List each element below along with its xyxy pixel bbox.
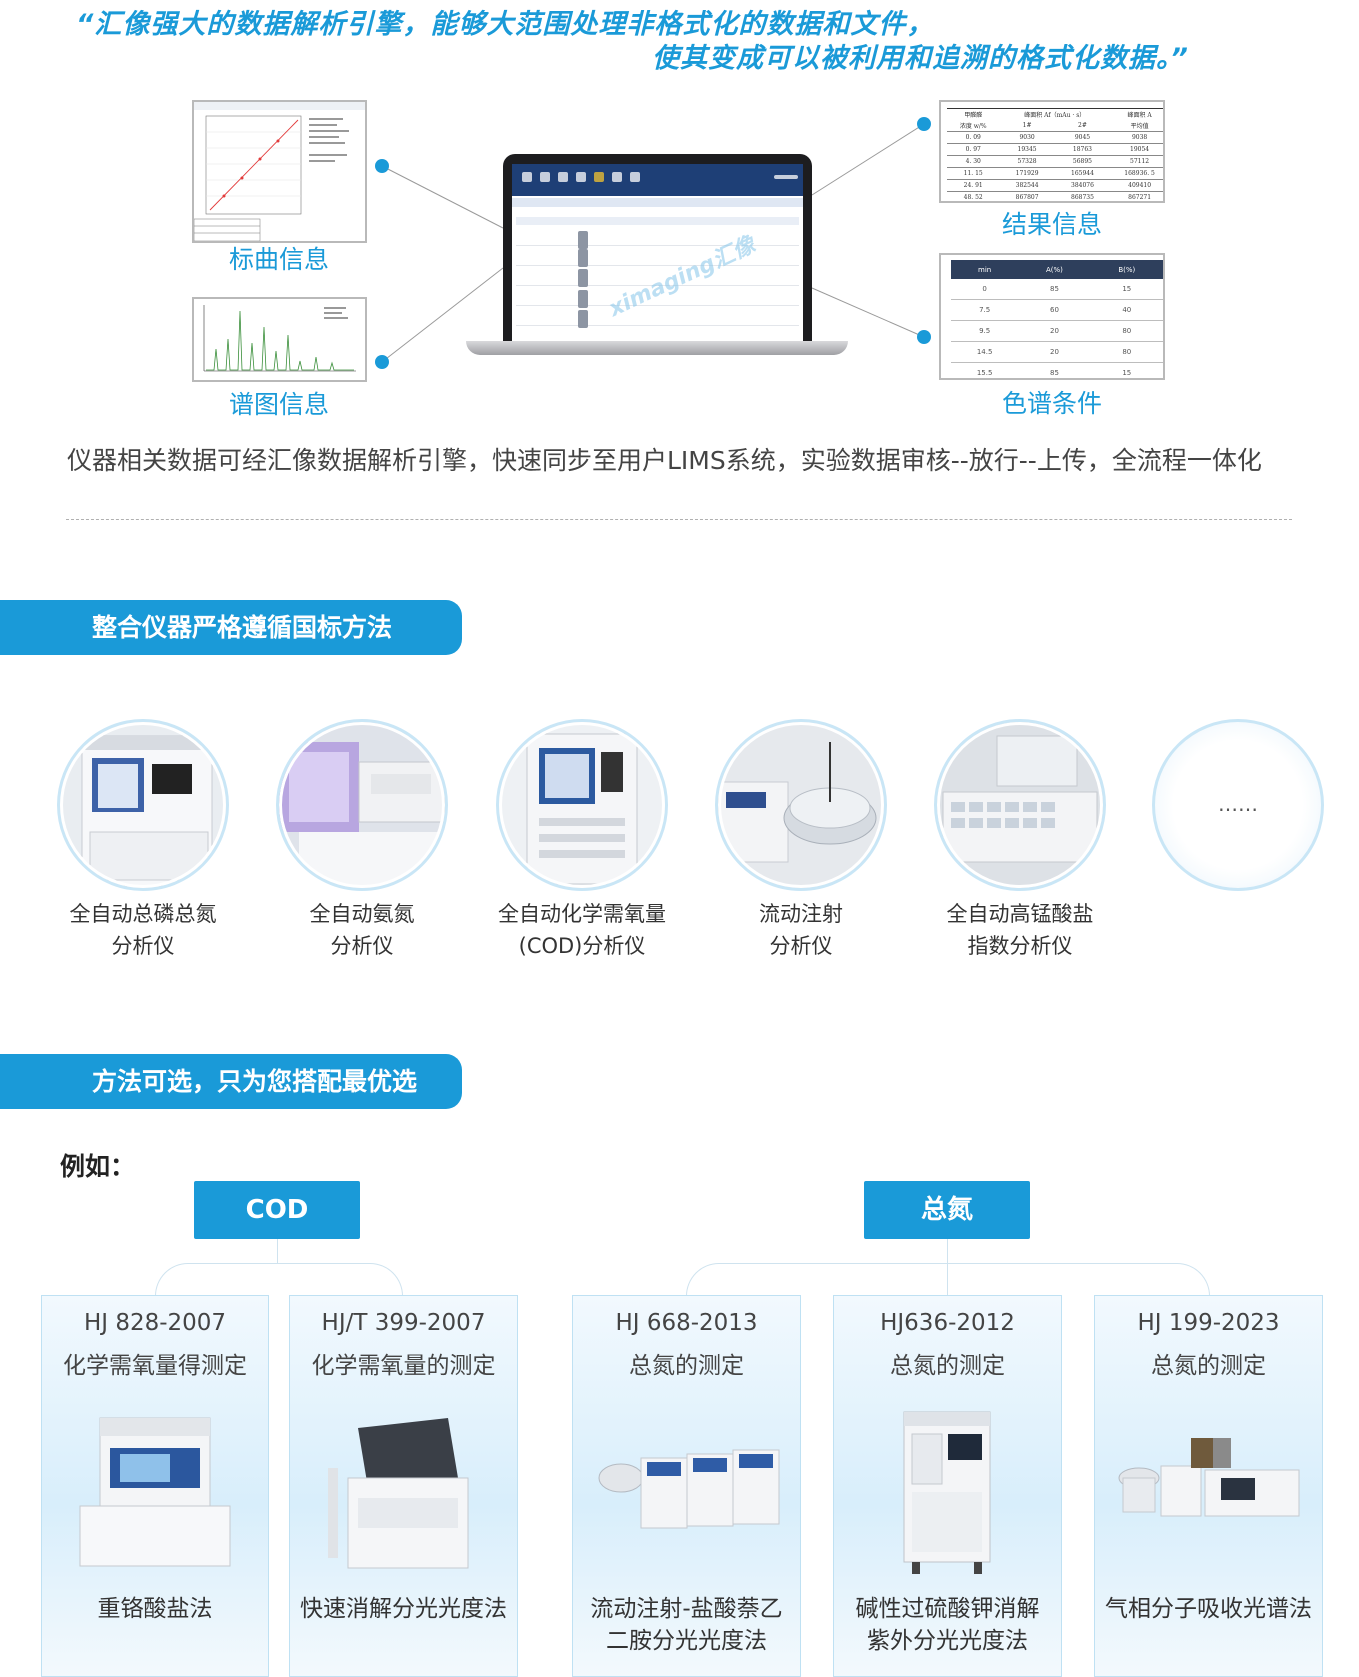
- instrument-photo: [496, 719, 668, 891]
- instrument-photo: [1118, 1438, 1300, 1517]
- instrument-photo: [79, 1417, 231, 1567]
- method-name: 快速消解分光光度法: [300, 1596, 507, 1622]
- instrument-label: 全自动氨氮分析仪: [309, 902, 415, 958]
- result-caption: 结果信息: [1001, 210, 1102, 239]
- laptop-base: [466, 341, 848, 355]
- method-card: HJ636-2012 总氮的测定 碱性过硫酸钾消解紫外分光光度法: [833, 1295, 1062, 1677]
- standard-name: 总氮的测定: [1151, 1353, 1266, 1379]
- app-tab-strip: [512, 198, 803, 207]
- calibration-thumbnail: [192, 100, 367, 243]
- instrument-photo: [903, 1411, 991, 1574]
- standard-code: HJ 828-2007: [83, 1310, 227, 1336]
- description: 仪器相关数据可经汇像数据解析引擎，快速同步至用户LIMS系统，实验数据审核--放…: [67, 446, 1262, 475]
- connector-dot: [917, 117, 931, 131]
- more-ellipsis: ……: [1218, 792, 1258, 816]
- connector-dot: [375, 355, 389, 369]
- method-card: HJ/T 399-2007 化学需氧量的测定 快速消解分光光度法: [289, 1295, 518, 1677]
- connector-bracket: [686, 1263, 1210, 1296]
- instrument-label: 全自动化学需氧量(COD)分析仪: [498, 902, 666, 958]
- instrument-photo: [598, 1449, 780, 1529]
- instrument-label: 全自动总磷总氮分析仪: [69, 902, 217, 958]
- method-card: HJ 199-2023 总氮的测定 气相分子吸收光谱法: [1094, 1295, 1323, 1677]
- watermark: ximaging汇像: [605, 232, 760, 323]
- quote-line-2: 使其变成可以被利用和追溯的格式化数据。”: [652, 43, 1189, 74]
- method-name: 流动注射-盐酸萘乙二胺分光光度法: [590, 1596, 783, 1654]
- standard-code: HJ 199-2023: [1137, 1310, 1280, 1336]
- spectrum-thumbnail: [192, 297, 367, 382]
- laptop: ximaging汇像: [503, 154, 812, 354]
- spectrum-graphic: [203, 305, 356, 372]
- lims-app-screen: ximaging汇像: [512, 164, 803, 354]
- standard-name: 化学需氧量得测定: [63, 1353, 247, 1379]
- connector-line: [947, 1263, 948, 1295]
- connector-dot: [375, 159, 389, 173]
- section-header-standards: 整合仪器严格遵循国标方法: [0, 600, 462, 655]
- standard-code: HJ636-2012: [880, 1310, 1015, 1336]
- instrument-photo: [715, 719, 887, 891]
- instrument-photo: [57, 719, 229, 891]
- instrument-photo: [328, 1418, 469, 1569]
- app-table-header: [516, 217, 799, 225]
- result-table: 甲醛醛 峰面积 Af（mAu · s） 峰面积 A 浓度 w/%1# 2#平均值…: [947, 108, 1163, 201]
- connector-line: [947, 1239, 948, 1264]
- connector-dot: [917, 330, 931, 344]
- method-card: HJ 828-2007 化学需氧量得测定 重铬酸盐法: [41, 1295, 269, 1677]
- connector-lines: [381, 123, 925, 363]
- connector-line: [277, 1239, 278, 1264]
- method-name: 重铬酸盐法: [97, 1596, 213, 1622]
- more-instruments-circle: ……: [1152, 719, 1324, 891]
- instrument-label: 全自动高锰酸盐指数分析仪: [946, 902, 1094, 958]
- method-name: 碱性过硫酸钾消解紫外分光光度法: [855, 1596, 1040, 1654]
- connector-bracket: [155, 1263, 403, 1296]
- calibration-caption: 标曲信息: [228, 245, 329, 274]
- standard-name: 总氮的测定: [890, 1353, 1005, 1379]
- standard-code: HJ/T 399-2007: [321, 1310, 486, 1336]
- method-card: HJ 668-2013 总氮的测定 流动注射-盐酸萘乙二胺分光光度法: [572, 1295, 801, 1677]
- instrument-photo: [276, 719, 448, 891]
- example-label: 例如：: [60, 1152, 136, 1181]
- divider: [66, 519, 1292, 520]
- quote-line-1: “汇像强大的数据解析引擎，能够大范围处理非格式化的数据和文件，: [76, 9, 935, 40]
- result-table-thumbnail: 甲醛醛 峰面积 Af（mAu · s） 峰面积 A 浓度 w/%1# 2#平均值…: [939, 100, 1165, 203]
- app-toolbar: [512, 164, 803, 196]
- standard-name: 化学需氧量的测定: [311, 1353, 496, 1379]
- chromatography-caption: 色谱条件: [1001, 389, 1102, 418]
- standard-code: HJ 668-2013: [615, 1310, 758, 1336]
- group-pill-total-nitrogen: 总氮: [864, 1181, 1030, 1239]
- calibration-curve-graphic: [194, 102, 365, 241]
- spectrum-caption: 谱图信息: [228, 390, 329, 419]
- instrument-photo: [934, 719, 1106, 891]
- instrument-label: 流动注射分析仪: [759, 902, 843, 958]
- method-name: 气相分子吸收光谱法: [1105, 1596, 1312, 1622]
- group-pill-cod: COD: [194, 1181, 360, 1239]
- section-header-methods: 方法可选，只为您搭配最优选: [0, 1054, 462, 1109]
- standard-name: 总氮的测定: [629, 1353, 744, 1379]
